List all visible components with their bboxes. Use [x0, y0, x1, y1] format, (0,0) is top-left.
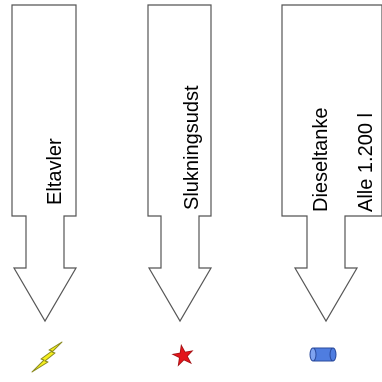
label-slukningsudst: Slukningsudst	[181, 85, 203, 210]
arrow-shape-dieseltanke	[281, 4, 382, 323]
arrow-eltavler: Eltavler	[11, 4, 78, 323]
arrow-slukningsudst: Slukningsudst	[147, 4, 213, 323]
lightning-icon	[31, 341, 63, 373]
label-eltavler: Eltavler	[44, 138, 66, 205]
star-icon	[171, 343, 194, 367]
arrow-dieseltanke: Dieseltanke Alle 1.200 l	[281, 4, 382, 323]
label-dieseltanke-line2: Alle 1.200 l	[355, 113, 377, 212]
arrow-shape-slukningsudst	[147, 4, 213, 323]
arrow-shape-eltavler	[11, 4, 78, 323]
label-dieseltanke-line1: Dieseltanke	[310, 107, 332, 212]
cylinder-icon	[309, 347, 337, 362]
